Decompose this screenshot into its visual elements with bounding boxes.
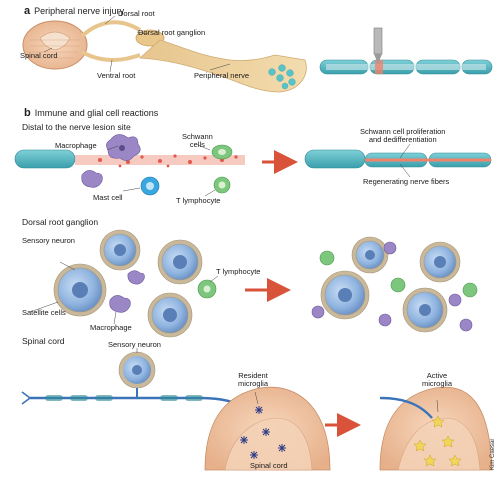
schwann-proliferation-label: Schwann cell proliferation and dediffere…	[360, 127, 446, 144]
spinal-cord-cross-section	[22, 20, 88, 70]
illustrator-credit: Kim Caesar	[490, 438, 496, 470]
panel-b-title-text: Immune and glial cell reactions	[34, 108, 159, 118]
schwann-cells-label: Schwann cells	[182, 132, 213, 149]
spinal-cord-label-a: Spinal cord	[20, 51, 58, 60]
peripheral-nerve-label: Peripheral nerve	[194, 71, 250, 80]
macrophage-icon	[81, 134, 141, 188]
spinal-cord-right	[379, 386, 493, 471]
macrophage-label-distal: Macrophage	[55, 141, 97, 150]
leader-lines	[29, 15, 439, 413]
panel-a-title-text: Peripheral nerve injury	[34, 6, 125, 16]
distal-heading: Distal to the nerve lesion site	[22, 122, 131, 132]
spinal-cord-left	[204, 386, 331, 471]
drg-left-cluster	[53, 229, 217, 338]
t-lymphocyte-icon	[213, 176, 231, 194]
dorsal-root-ganglion	[135, 29, 165, 47]
panel-b-letter: b	[24, 107, 31, 119]
sensory-neuron-label-spinal: Sensory neuron	[108, 340, 161, 349]
active-microglia-icons	[413, 415, 462, 467]
regenerating-fibers-label: Regenerating nerve fibers	[363, 177, 450, 186]
satellite-cells-label: Satellite cells	[22, 308, 66, 317]
drg-right-cluster	[311, 236, 478, 333]
lesion-blade-icon	[373, 27, 383, 64]
drg-heading: Dorsal root ganglion	[22, 217, 99, 227]
active-microglia-label: Active microglia	[422, 371, 453, 388]
dorsal-root	[80, 20, 142, 38]
panel-a-letter: a	[24, 5, 31, 17]
spinal-sensory-neuron	[118, 351, 156, 398]
distal-nerve-right	[304, 149, 492, 169]
ventral-root	[81, 50, 141, 62]
schwann-cell-icon	[211, 144, 233, 160]
sensory-neuron-label-drg: Sensory neuron	[22, 236, 75, 245]
t-lymphocyte-label-distal: T lymphocyte	[176, 196, 221, 205]
spinal-heading: Spinal cord	[22, 336, 65, 346]
distal-nerve-left	[14, 149, 245, 169]
mast-cell-icon	[140, 176, 160, 196]
mast-cell-label: Mast cell	[93, 193, 123, 202]
t-lymphocyte-label-drg: T lymphocyte	[216, 267, 261, 276]
spinal-cord-label-b: Spinal cord	[250, 461, 288, 470]
resident-microglia-icons	[240, 406, 286, 459]
dorsal-root-ganglion-label: Dorsal root ganglion	[138, 28, 206, 37]
ventral-root-label: Ventral root	[97, 71, 136, 80]
axon-lesion	[319, 59, 493, 75]
macrophage-label-drg: Macrophage	[90, 323, 132, 332]
resident-microglia-label: Resident microglia	[238, 371, 269, 388]
dorsal-root-label: Dorsal root	[118, 9, 155, 18]
